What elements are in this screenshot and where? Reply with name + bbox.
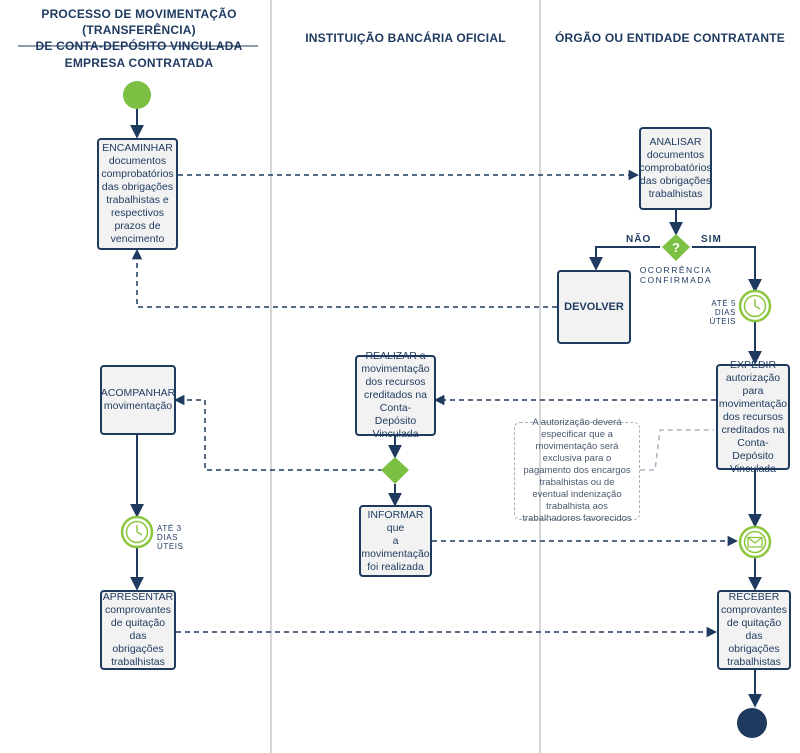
task-verb: RECEBER <box>728 591 780 603</box>
task-devolver: DEVOLVER <box>557 270 631 344</box>
task-analisar: ANALISAR documentos comprobatórios das o… <box>639 127 712 210</box>
message-flows <box>131 169 739 638</box>
envelope-icon <box>738 525 772 559</box>
gateway-caption: OCORRÊNCIA CONFIRMADA <box>636 265 716 285</box>
task-text: documentos comprobatórios das obrigações… <box>639 149 712 200</box>
task-verb: ACOMPANHAR <box>100 387 176 399</box>
task-verb: APRESENTAR <box>102 591 174 603</box>
solid-flows <box>130 109 762 708</box>
clock-icon <box>120 515 154 549</box>
lane-title-instituicao: INSTITUIÇÃO BANCÁRIA OFICIAL <box>305 31 506 45</box>
task-text: movimentação <box>103 400 173 412</box>
task-text: documentos comprobatórios das obrigações… <box>101 155 174 245</box>
end-event <box>737 708 767 738</box>
task-expedir: EXPEDIR autorização para movimentação do… <box>716 359 790 475</box>
branch-yes-label: SIM <box>701 234 722 245</box>
task-text: a movimentação foi realizada <box>361 534 430 573</box>
gateway-caption-line1: OCORRÊNCIA <box>639 265 713 275</box>
task-text: comprovantes de quitação das obrigações … <box>105 604 171 668</box>
gateway-realizar <box>381 457 409 484</box>
diagram-title-line1: PROCESSO DE MOVIMENTAÇÃO (TRANSFERÊNCIA) <box>41 7 237 37</box>
task-text: autorização para movimentação dos recurs… <box>718 371 788 475</box>
timer-label-3-days: ATÉ 3 DIAS ÚTEIS <box>157 524 207 551</box>
task-encaminhar: ENCAMINHAR documentos comprobatórios das… <box>97 138 178 250</box>
clock-icon <box>738 289 772 323</box>
annotation-note: A autorização deverá especificar que a m… <box>514 417 640 524</box>
diagram-title: PROCESSO DE MOVIMENTAÇÃO (TRANSFERÊNCIA)… <box>8 6 270 54</box>
timer-label-5-days: ATÉ 5 DIAS ÚTEIS <box>692 299 736 326</box>
svg-text:?: ? <box>672 240 680 255</box>
diagram-title-line2: DE CONTA-DEPÓSITO VINCULADA <box>35 39 243 53</box>
task-verb: REALIZAR a <box>365 350 426 362</box>
start-event <box>123 81 151 109</box>
timer-label-line2: DIAS ÚTEIS <box>709 308 736 326</box>
task-text: comprovantes de quitação das obrigações … <box>721 604 787 668</box>
task-verb: DEVOLVER <box>564 300 624 313</box>
task-acompanhar: ACOMPANHAR movimentação <box>100 365 176 435</box>
task-verb: INFORMAR que <box>367 508 424 534</box>
timer-label-line2: DIAS ÚTEIS <box>157 533 184 551</box>
task-apresentar: APRESENTAR comprovantes de quitação das … <box>100 590 176 670</box>
task-receber: RECEBER comprovantes de quitação das obr… <box>717 590 791 670</box>
task-verb: ANALISAR <box>649 136 702 148</box>
task-realizar: REALIZAR a movimentação dos recursos cre… <box>355 350 436 440</box>
timer-label-line1: ATÉ 3 <box>157 524 182 533</box>
annotation-text: A autorização deverá especificar que a m… <box>522 417 632 524</box>
task-text: movimentação dos recursos creditados na … <box>361 363 430 440</box>
task-verb: ENCAMINHAR <box>102 142 173 154</box>
timer-label-line1: ATÉ 5 <box>711 299 736 308</box>
task-verb: EXPEDIR <box>729 358 777 371</box>
branch-no-label: NÃO <box>626 234 652 245</box>
lane-title-orgao: ÓRGÃO OU ENTIDADE CONTRATANTE <box>554 31 785 45</box>
gateway-ocorrencia: ? <box>662 234 690 261</box>
gateway-caption-line2: CONFIRMADA <box>639 275 713 285</box>
lane-title-empresa: EMPRESA CONTRATADA <box>64 56 214 70</box>
task-informar: INFORMAR que a movimentação foi realizad… <box>359 505 432 577</box>
